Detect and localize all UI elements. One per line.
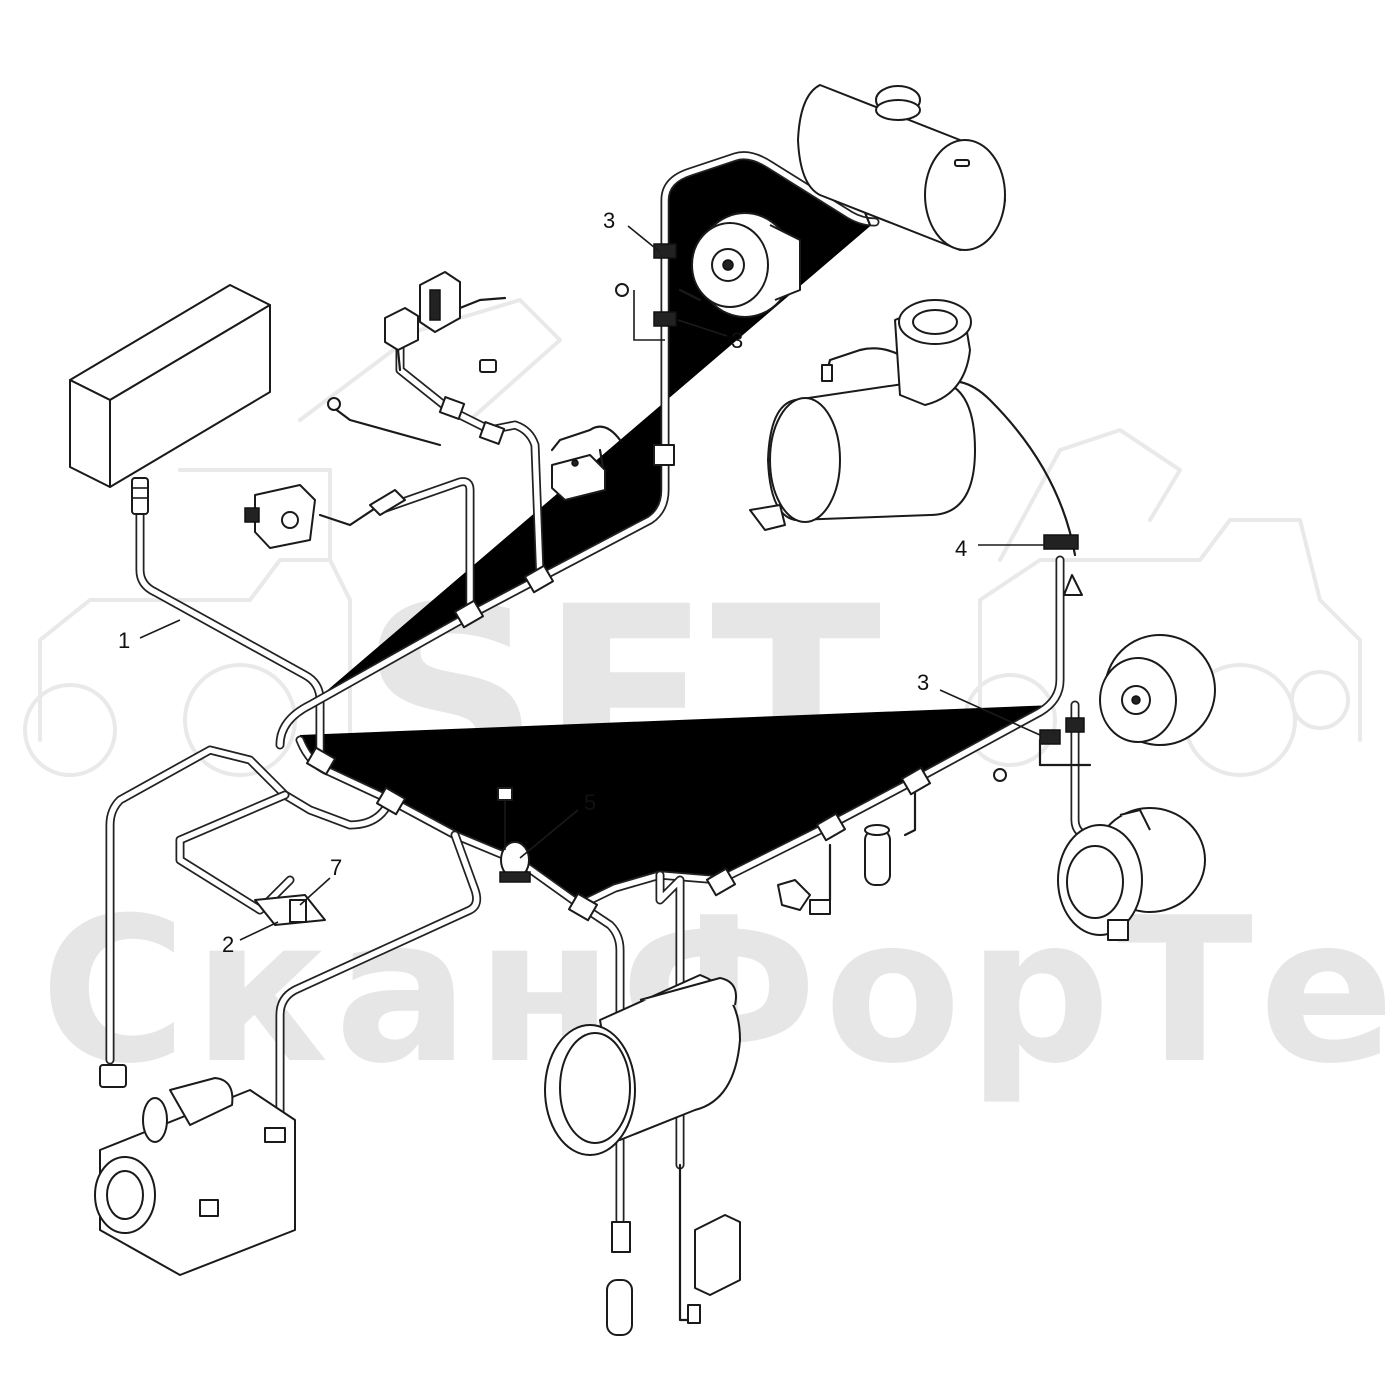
callout-3-right: 3: [917, 670, 929, 695]
connector-lower-left: [99, 1064, 127, 1088]
callout-3-middle: 3: [731, 328, 743, 353]
sensor-switch: [244, 484, 406, 549]
callout-5: 5: [584, 790, 596, 815]
horn-assembly: [544, 974, 741, 1156]
connector-group-upper: [327, 359, 606, 501]
callout-7: 7: [330, 855, 342, 880]
alternator-right: [993, 534, 1216, 782]
starter-pump: [94, 1077, 296, 1276]
harness-lower: [300, 705, 1055, 905]
callout-leaders: [139, 225, 1045, 941]
callout-1: 1: [118, 628, 130, 653]
watermark-sketch-right: [963, 428, 1362, 777]
callout-2: 2: [222, 932, 234, 957]
fuel-tank: [797, 84, 1006, 251]
ecu-box: [69, 284, 271, 515]
relay-block: [384, 271, 461, 372]
watermark-sketch-left: [23, 298, 562, 777]
ac-compressor: [1057, 807, 1206, 941]
sender-bracket: [254, 894, 326, 926]
connectors-bottom: [606, 1214, 741, 1336]
callout-labels: 3 3 4 1 3 5 7 2: [118, 208, 967, 957]
callout-4: 4: [955, 536, 967, 561]
pressure-sensor: [777, 879, 831, 915]
alternator-upper: [615, 212, 801, 341]
callout-3-upper: 3: [603, 208, 615, 233]
receiver-drier: [864, 824, 891, 886]
clamp-grommet: [497, 787, 531, 883]
air-cleaner: [749, 299, 976, 531]
trunk-clamps: [305, 396, 932, 922]
